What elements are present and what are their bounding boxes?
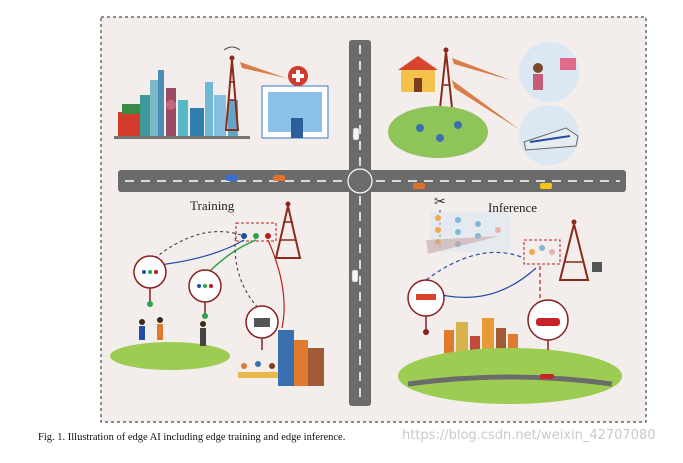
device-pin-drone — [407, 279, 445, 335]
cell-tower-icon-4 — [558, 219, 590, 281]
car-orange — [273, 175, 285, 181]
watermark: https://blog.csdn.net/weixin_42707080 — [402, 428, 656, 443]
device-pin-laptop — [245, 305, 279, 350]
grass-field-left — [110, 342, 230, 370]
device-pin-phone — [188, 269, 222, 319]
server-cube — [592, 262, 602, 272]
farm-field — [388, 106, 488, 158]
caption-label: Fig. 1. — [38, 432, 66, 443]
signal-beam — [240, 62, 286, 78]
edge-inference-box — [523, 239, 561, 265]
house-icon — [398, 56, 438, 92]
train-icon — [523, 127, 579, 151]
meeting-people — [238, 361, 278, 378]
car-orange-2 — [413, 183, 425, 189]
drone-icon — [416, 294, 436, 300]
figure-caption: Fig. 1. Illustration of edge AI includin… — [38, 432, 345, 443]
car-white — [352, 127, 360, 141]
laptop-icon — [254, 318, 270, 327]
device-pin-car — [527, 299, 569, 355]
car-white-2 — [351, 269, 359, 283]
car-blue — [226, 175, 238, 181]
runner-icon — [139, 317, 206, 346]
caption-text: Illustration of edge AI including edge t… — [67, 432, 346, 443]
training-label: Training — [190, 198, 235, 213]
red-car-icon — [536, 318, 560, 326]
device-pin-runner — [133, 255, 167, 307]
city-skyline-icon — [114, 70, 250, 139]
car-yellow — [540, 183, 552, 189]
inference-label: Inference — [488, 200, 537, 215]
hospital-icon — [261, 66, 329, 139]
teacher-bubble — [519, 42, 579, 102]
scissors-icon: ✂ — [434, 195, 446, 210]
cell-tower-icon-3 — [274, 201, 302, 259]
office-buildings — [278, 330, 324, 386]
cell-tower-icon — [223, 46, 241, 131]
road-network — [118, 40, 626, 406]
